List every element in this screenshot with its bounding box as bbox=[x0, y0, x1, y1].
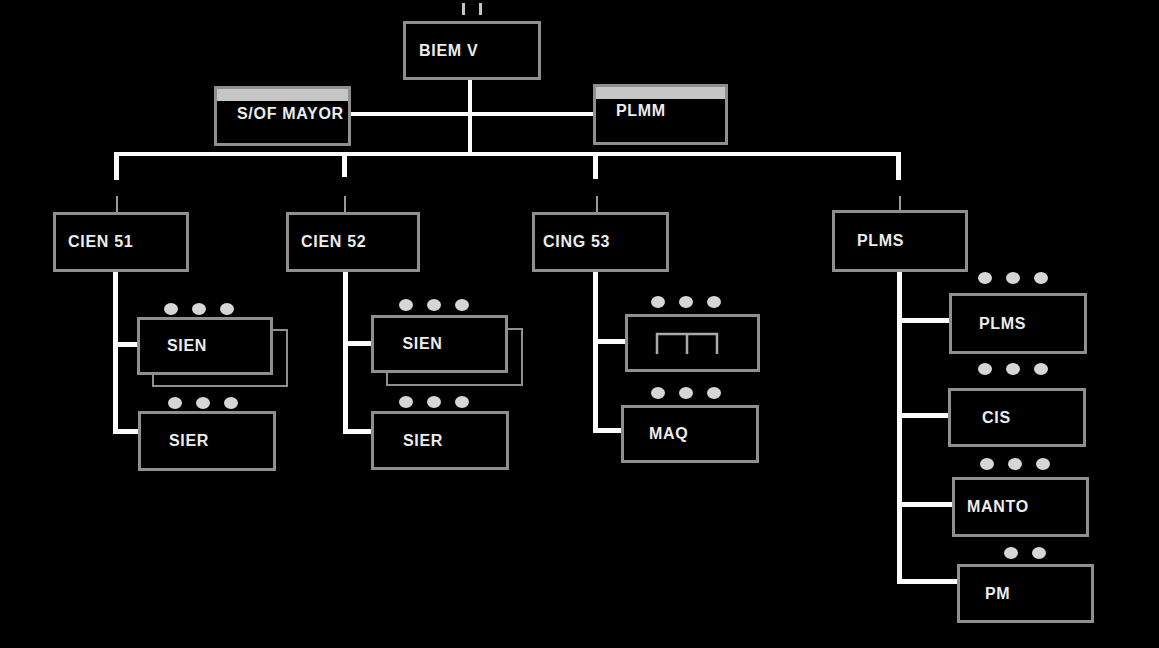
node-sien1[interactable]: SIEN bbox=[137, 317, 273, 375]
stub-equip bbox=[593, 339, 627, 344]
dot-icon bbox=[679, 387, 693, 399]
dots-row bbox=[973, 458, 1057, 470]
branch-line-cien51 bbox=[113, 272, 118, 434]
header-strip bbox=[217, 89, 348, 101]
tick-mark bbox=[479, 3, 482, 15]
dots-row bbox=[971, 363, 1055, 375]
thin-drop-cing53 bbox=[596, 196, 598, 212]
node-label: BIEM V bbox=[419, 42, 478, 60]
dot-icon bbox=[427, 299, 441, 311]
node-plmm[interactable]: PLMM bbox=[593, 84, 728, 145]
node-sier1[interactable]: SIER bbox=[138, 411, 276, 471]
connector-sof-plmm bbox=[351, 112, 593, 116]
node-sien2[interactable]: SIEN bbox=[371, 315, 508, 373]
node-manto[interactable]: MANTO bbox=[952, 477, 1089, 537]
thin-drop-plms bbox=[899, 196, 901, 210]
node-label: PLMS bbox=[857, 232, 904, 250]
dot-icon bbox=[399, 299, 413, 311]
node-label: CIEN 52 bbox=[301, 233, 366, 251]
node-label: SIEN bbox=[167, 337, 207, 355]
dots-row bbox=[997, 547, 1053, 559]
dot-icon bbox=[1006, 272, 1020, 284]
node-sier2[interactable]: SIER bbox=[371, 411, 509, 470]
dot-icon bbox=[220, 303, 234, 315]
dot-icon bbox=[399, 396, 413, 408]
node-label: SIER bbox=[169, 432, 209, 450]
node-label: CING 53 bbox=[543, 233, 610, 251]
dot-icon bbox=[427, 396, 441, 408]
tick-mark bbox=[462, 3, 465, 15]
stub-sien1 bbox=[113, 342, 139, 347]
dot-icon bbox=[707, 387, 721, 399]
dot-icon bbox=[651, 296, 665, 308]
dot-icon bbox=[1036, 458, 1050, 470]
dot-icon bbox=[978, 272, 992, 284]
stub-sier2 bbox=[343, 429, 373, 434]
dot-icon bbox=[1004, 547, 1018, 559]
dots-row bbox=[392, 396, 476, 408]
node-label: MAQ bbox=[649, 425, 688, 443]
dot-icon bbox=[1034, 363, 1048, 375]
branch-line-cing53 bbox=[593, 272, 598, 433]
dot-icon bbox=[168, 397, 182, 409]
node-label: SIER bbox=[403, 432, 443, 450]
node-label: PLMS bbox=[979, 315, 1026, 333]
node-label: MANTO bbox=[967, 498, 1029, 516]
node-equip[interactable] bbox=[625, 314, 760, 372]
dot-icon bbox=[1006, 363, 1020, 375]
node-label: CIS bbox=[982, 409, 1011, 427]
node-label: PLMM bbox=[616, 102, 666, 120]
connector-biem-down bbox=[468, 78, 472, 155]
node-label: PM bbox=[985, 585, 1010, 603]
stub-plms2 bbox=[897, 318, 951, 323]
stub-manto bbox=[897, 502, 954, 507]
drop-cien52 bbox=[342, 152, 347, 177]
drop-cien51 bbox=[114, 152, 119, 180]
dots-row bbox=[644, 296, 728, 308]
node-cien52[interactable]: CIEN 52 bbox=[286, 212, 420, 272]
dot-icon bbox=[196, 397, 210, 409]
dots-row bbox=[392, 299, 476, 311]
node-pm[interactable]: PM bbox=[957, 564, 1094, 623]
dot-icon bbox=[192, 303, 206, 315]
node-label: SIEN bbox=[402, 335, 442, 353]
stub-sien2 bbox=[343, 341, 373, 346]
node-maq[interactable]: MAQ bbox=[621, 405, 759, 463]
node-biem-v[interactable]: BIEM V bbox=[403, 21, 541, 80]
connector-main-horizontal bbox=[114, 152, 901, 156]
dots-row bbox=[971, 272, 1055, 284]
stub-cis bbox=[897, 413, 950, 418]
node-plms[interactable]: PLMS bbox=[832, 210, 968, 272]
branch-line-cien52 bbox=[343, 272, 348, 434]
dot-icon bbox=[455, 396, 469, 408]
dot-icon bbox=[707, 296, 721, 308]
dot-icon bbox=[1032, 547, 1046, 559]
node-cing53[interactable]: CING 53 bbox=[532, 212, 669, 272]
header-strip bbox=[596, 87, 725, 99]
dots-row bbox=[644, 387, 728, 399]
node-sof-mayor[interactable]: S/OF MAYOR bbox=[214, 86, 351, 146]
dot-icon bbox=[679, 296, 693, 308]
node-label: CIEN 51 bbox=[68, 233, 133, 251]
stub-sier1 bbox=[113, 429, 140, 434]
dot-icon bbox=[1008, 458, 1022, 470]
node-cis[interactable]: CIS bbox=[948, 388, 1086, 447]
dots-row bbox=[161, 397, 245, 409]
dot-icon bbox=[224, 397, 238, 409]
dots-row bbox=[157, 303, 241, 315]
dot-icon bbox=[980, 458, 994, 470]
node-cien51[interactable]: CIEN 51 bbox=[53, 212, 189, 272]
thin-drop-cien52 bbox=[344, 196, 346, 212]
stub-maq bbox=[593, 428, 623, 433]
node-plms2[interactable]: PLMS bbox=[949, 293, 1087, 354]
stub-pm bbox=[897, 579, 959, 584]
dot-icon bbox=[1034, 272, 1048, 284]
dot-icon bbox=[164, 303, 178, 315]
double-goalpost-icon bbox=[655, 332, 719, 356]
node-label: S/OF MAYOR bbox=[237, 105, 344, 123]
thin-drop-cien51 bbox=[116, 196, 118, 212]
dot-icon bbox=[651, 387, 665, 399]
drop-cing53 bbox=[593, 152, 598, 179]
drop-plms bbox=[896, 152, 901, 180]
